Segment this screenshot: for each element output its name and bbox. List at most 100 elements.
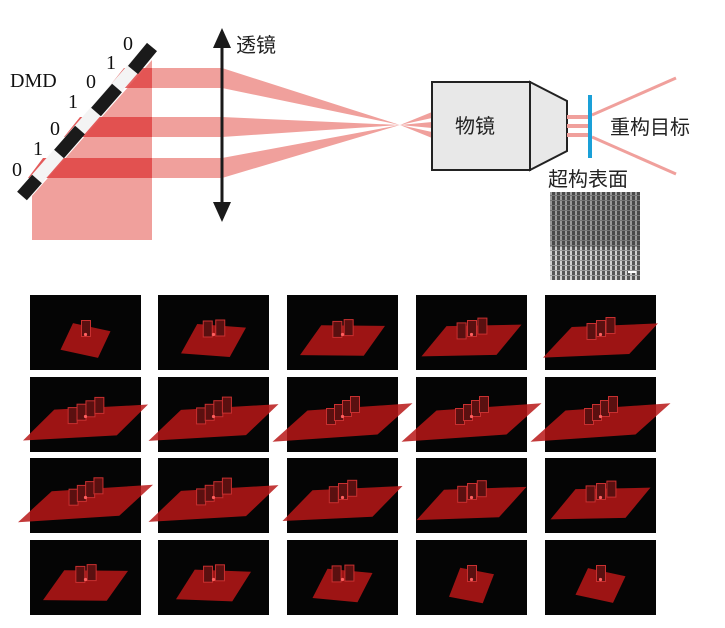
substrate-mark [148, 485, 279, 522]
letter-mark [596, 565, 606, 582]
reconstruction-frame [148, 458, 279, 533]
lens-label: 透镜 [236, 33, 276, 57]
substrate-mark [43, 570, 128, 601]
reconstruction-frame [30, 295, 141, 370]
reconstruction-frame [158, 295, 269, 370]
focus-spot [340, 495, 345, 500]
letter-mark [86, 564, 97, 582]
letter-mark [213, 400, 224, 418]
focus-spot [83, 332, 88, 337]
focus-spot [469, 414, 474, 419]
substrate-mark [401, 403, 542, 442]
letter-mark [221, 477, 232, 495]
dmd-bit: 0 [86, 71, 96, 93]
incident-light [32, 60, 152, 240]
letter-mark [596, 483, 606, 500]
reconstruction-frame [287, 540, 398, 615]
reconstruction-frame [272, 377, 413, 452]
focus-spot [340, 577, 345, 582]
metasurface-sem-image [550, 192, 640, 280]
focus-spot [469, 577, 474, 582]
letter-mark [456, 322, 467, 340]
substrate-mark [575, 568, 626, 603]
letter-mark [196, 407, 207, 425]
substrate-mark [312, 568, 373, 603]
letter-mark [215, 319, 226, 337]
dmd-bit: 1 [106, 52, 116, 74]
reconstruction-frames-grid [18, 295, 671, 615]
letter-mark [203, 565, 214, 583]
objective-label: 物镜 [455, 114, 495, 138]
substrate-mark [176, 569, 251, 602]
letter-mark [221, 396, 232, 414]
letter-mark [586, 323, 597, 340]
focus-spot [598, 332, 603, 337]
focus-spot [340, 414, 345, 419]
reconstruction-frame [23, 377, 148, 452]
focus-spot [211, 495, 216, 500]
objective-lens [431, 80, 568, 172]
substrate-mark [23, 404, 148, 441]
reconstruction-frame [401, 377, 542, 452]
letter-mark [81, 320, 91, 337]
letter-mark [347, 479, 358, 497]
focus-spot [598, 414, 603, 419]
substrate-mark [148, 404, 279, 441]
letter-mark [477, 317, 488, 335]
substrate-mark [181, 324, 246, 357]
focus-spot [469, 332, 474, 337]
dmd-mirror [17, 42, 158, 201]
dmd-bit: 0 [12, 159, 22, 181]
substrate-mark [60, 323, 111, 358]
letter-mark [202, 320, 213, 338]
letter-mark [467, 565, 477, 582]
letter-mark [350, 396, 360, 413]
focus-spot [83, 495, 88, 500]
focus-spot [469, 495, 474, 500]
reconstruction-frame [530, 377, 671, 452]
substrate-mark [421, 324, 522, 357]
focus-spot [211, 332, 216, 337]
dmd-label: DMD [10, 70, 57, 92]
letter-mark [467, 320, 477, 337]
reconstruction-frame [416, 295, 527, 370]
substrate-mark [416, 486, 527, 521]
dmd-bit: 0 [123, 33, 133, 55]
letter-mark [479, 396, 489, 413]
reconstruction-frame [158, 540, 269, 615]
letter-mark [476, 480, 487, 498]
substrate-mark [543, 323, 658, 358]
dmd-bit: 0 [50, 118, 60, 140]
letter-mark [343, 319, 354, 337]
reconstruction-frame [30, 540, 141, 615]
reconstruction-frame [545, 540, 656, 615]
letter-mark [585, 485, 596, 503]
focus-spot [83, 414, 88, 419]
substrate-mark [272, 403, 413, 442]
substrate-mark [282, 485, 403, 522]
letter-mark [331, 565, 342, 583]
letter-mark [332, 320, 343, 338]
reconstruction-frame [545, 458, 656, 533]
target-label: 重构目标 [610, 115, 690, 139]
letter-mark [85, 400, 96, 418]
focus-spot [598, 495, 603, 500]
letter-mark [196, 488, 207, 506]
letter-mark [68, 488, 79, 506]
letter-mark [328, 486, 339, 504]
letter-mark [457, 485, 468, 503]
focus-spot [83, 577, 88, 582]
reconstruction-frame [18, 458, 153, 533]
letter-mark [608, 396, 618, 413]
letter-mark [85, 481, 96, 499]
letter-mark [213, 481, 224, 499]
dmd-bit: 1 [33, 138, 43, 160]
letter-mark [214, 564, 225, 582]
focused-beams [567, 76, 677, 176]
focus-spot [211, 577, 216, 582]
substrate-mark [449, 567, 494, 604]
letter-mark [605, 317, 616, 334]
reconstruction-frame [287, 295, 398, 370]
dmd-bit: 1 [68, 91, 78, 113]
metasurface-label: 超构表面 [548, 167, 628, 191]
